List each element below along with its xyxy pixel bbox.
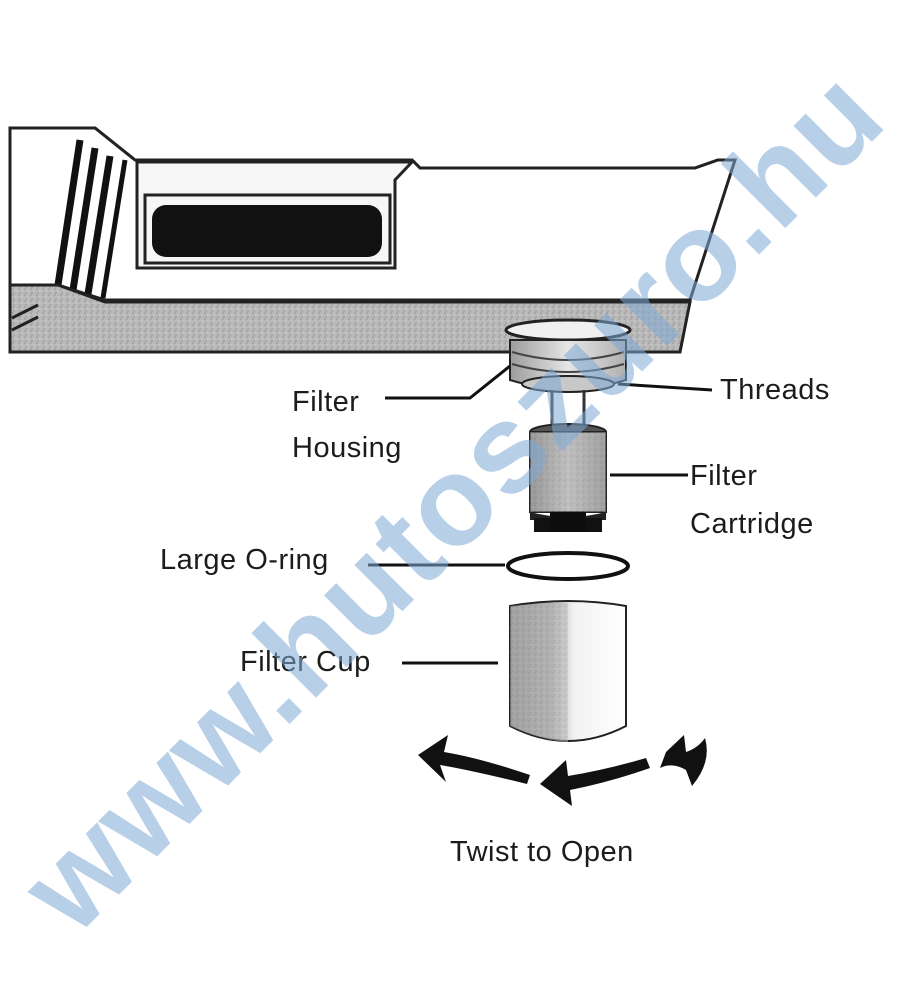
label-filter-cartridge-line2: Cartridge [690, 508, 814, 540]
vent-stripes [54, 139, 128, 299]
label-filter-cartridge-line1: Filter [690, 460, 758, 492]
display-window [152, 205, 382, 257]
filter-cartridge-drawing [529, 423, 607, 532]
leader-lines [368, 364, 713, 665]
filter-housing-drawing [504, 318, 632, 424]
twist-arrow-middle-icon [540, 758, 650, 806]
twist-arrow-right-icon [660, 735, 707, 786]
o-ring-drawing [506, 551, 630, 581]
label-large-o-ring: Large O-ring [160, 544, 329, 576]
label-filter-cup: Filter Cup [240, 646, 371, 678]
leader-threads [617, 382, 713, 392]
label-threads: Threads [720, 374, 830, 406]
filter-cup-drawing [509, 600, 627, 742]
appliance-body [8, 126, 738, 354]
label-filter-housing-line1: Filter [292, 386, 360, 418]
leader-filter-housing [385, 364, 511, 400]
label-twist-to-open: Twist to Open [450, 836, 634, 868]
twist-arrow-left-icon [418, 735, 530, 784]
twist-arrows [418, 735, 707, 806]
label-filter-housing-line2: Housing [292, 432, 402, 464]
